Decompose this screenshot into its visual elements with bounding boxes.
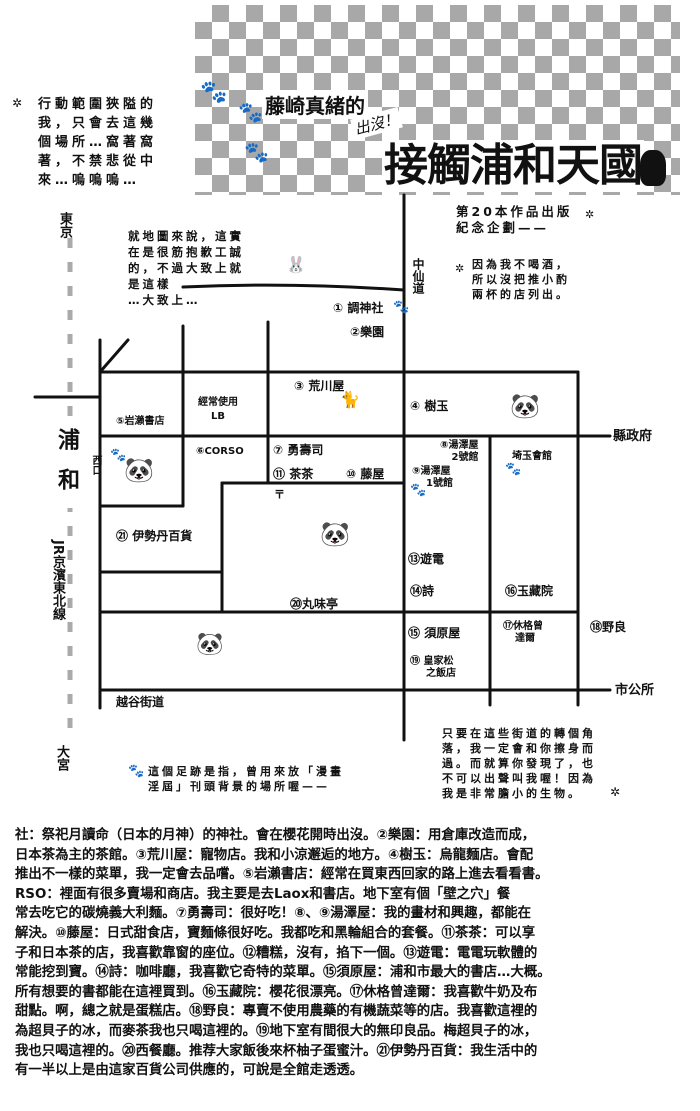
road	[181, 283, 406, 292]
note-map-disclaimer: 就地圖來說，這實 在是很筋抱歉工誠 的，不過大致上就 是這樣 …大致上…	[128, 229, 244, 307]
label-prefecture-office: 縣政府	[613, 429, 653, 444]
paw-print-icon: 🐾	[238, 100, 263, 124]
paw-print-icon: 🐾	[410, 483, 427, 498]
sparkle-icon: ✲	[585, 208, 595, 221]
place-5[interactable]: ⑤岩瀨書店	[116, 416, 165, 427]
note-bottom-right: 只要在這些街道的轉個角 落，我一定會和你擦身而 過。而就算你發現了，也 不可以出…	[442, 727, 596, 800]
sparkle-icon: ✲	[455, 262, 465, 275]
road	[98, 338, 130, 374]
panda-icon: 🐼	[124, 456, 154, 484]
label-omiya: 大宮	[54, 745, 69, 771]
place-2[interactable]: ②樂園	[350, 325, 385, 339]
place-3[interactable]: ③ 荒川屋	[294, 379, 345, 393]
place-11[interactable]: ⑪ 茶茶	[273, 467, 314, 481]
sparkle-icon: ✲	[12, 96, 23, 110]
sleeping-panda-icon: 🐼	[196, 632, 224, 657]
place-16[interactable]: ⑯玉藏院	[505, 584, 554, 598]
place-14[interactable]: ⑭詩	[410, 584, 435, 598]
paw-print-icon: 🐾	[244, 140, 269, 164]
paw-print-icon: 🐾	[505, 462, 522, 477]
post-office-icon: 〒	[274, 488, 285, 501]
cat-icon: 🐈	[340, 390, 360, 409]
label-west-exit: 西口	[90, 455, 101, 475]
label-koshigaya-road: 越谷街道	[116, 695, 165, 709]
label-urawa-station: 浦和	[50, 428, 82, 508]
label-city-hall: 市公所	[615, 683, 655, 698]
panda-icon: 🐼	[510, 392, 540, 420]
place-7[interactable]: ⑦ 勇壽司	[273, 443, 324, 457]
checkerboard-banner	[195, 5, 680, 195]
description-text: 社：祭祀月讀命（日本的月神）的神社。會在櫻花開時出沒。②樂園：用倉庫改造而成， …	[15, 828, 551, 1079]
note-footprint: 這個足跡是指，曾用來放「漫畫 淫屆」刊頭背景的場所喔——	[148, 765, 344, 793]
label-jr-line: JR京濱東北線	[50, 540, 65, 620]
place-21[interactable]: ㉑ 伊勢丹百貨	[116, 529, 193, 543]
sparkle-icon: ✲	[610, 785, 621, 799]
label-tokyo: 東京	[57, 212, 72, 238]
paw-print-icon: 🐾	[393, 300, 410, 315]
paw-print-icon: 🐾	[110, 448, 127, 463]
title-subtitle: 藤崎真緒的	[262, 90, 368, 119]
page-title: 接觸浦和天國	[382, 140, 644, 192]
note-top-left: 行動範圍狹隘的 我，只會去這幾 個場所…窩著窩 著，不禁悲從中 來…嗚嗚嗚…	[38, 97, 158, 188]
place-19[interactable]: ⑲ 皇家松之飯店	[410, 656, 456, 679]
place-1[interactable]: ① 調神社	[333, 301, 384, 315]
cat-silhouette-icon	[640, 150, 666, 186]
label-often-used: 經常使用 LB	[198, 397, 238, 422]
label-saitama-hall: 埼玉會館	[512, 451, 552, 462]
note-no-drink: 因為我不喝酒， 所以沒把推小酌 兩杯的店列出。	[472, 258, 570, 301]
place-17[interactable]: ⑰休格曾達爾	[503, 621, 543, 644]
place-10[interactable]: ⑩ 藤屋	[346, 467, 385, 481]
place-20[interactable]: ⑳丸味亭	[290, 597, 339, 611]
paw-print-icon: 🐾	[200, 80, 228, 105]
note-anniversary: 第20本作品出版 紀念企劃——	[456, 204, 573, 235]
place-18[interactable]: ⑱野良	[590, 620, 627, 634]
place-15[interactable]: ⑮ 須原屋	[408, 626, 461, 640]
panda-icon: 🐼	[320, 520, 350, 548]
rabbit-icon: 🐰	[286, 255, 306, 274]
place-4[interactable]: ④ 樹玉	[410, 399, 449, 413]
place-6[interactable]: ⑥CORSO	[196, 446, 244, 457]
place-13[interactable]: ⑬遊電	[408, 552, 445, 566]
paw-print-icon: 🐾	[128, 764, 145, 779]
label-nakasendo: 中仙道	[411, 258, 425, 294]
